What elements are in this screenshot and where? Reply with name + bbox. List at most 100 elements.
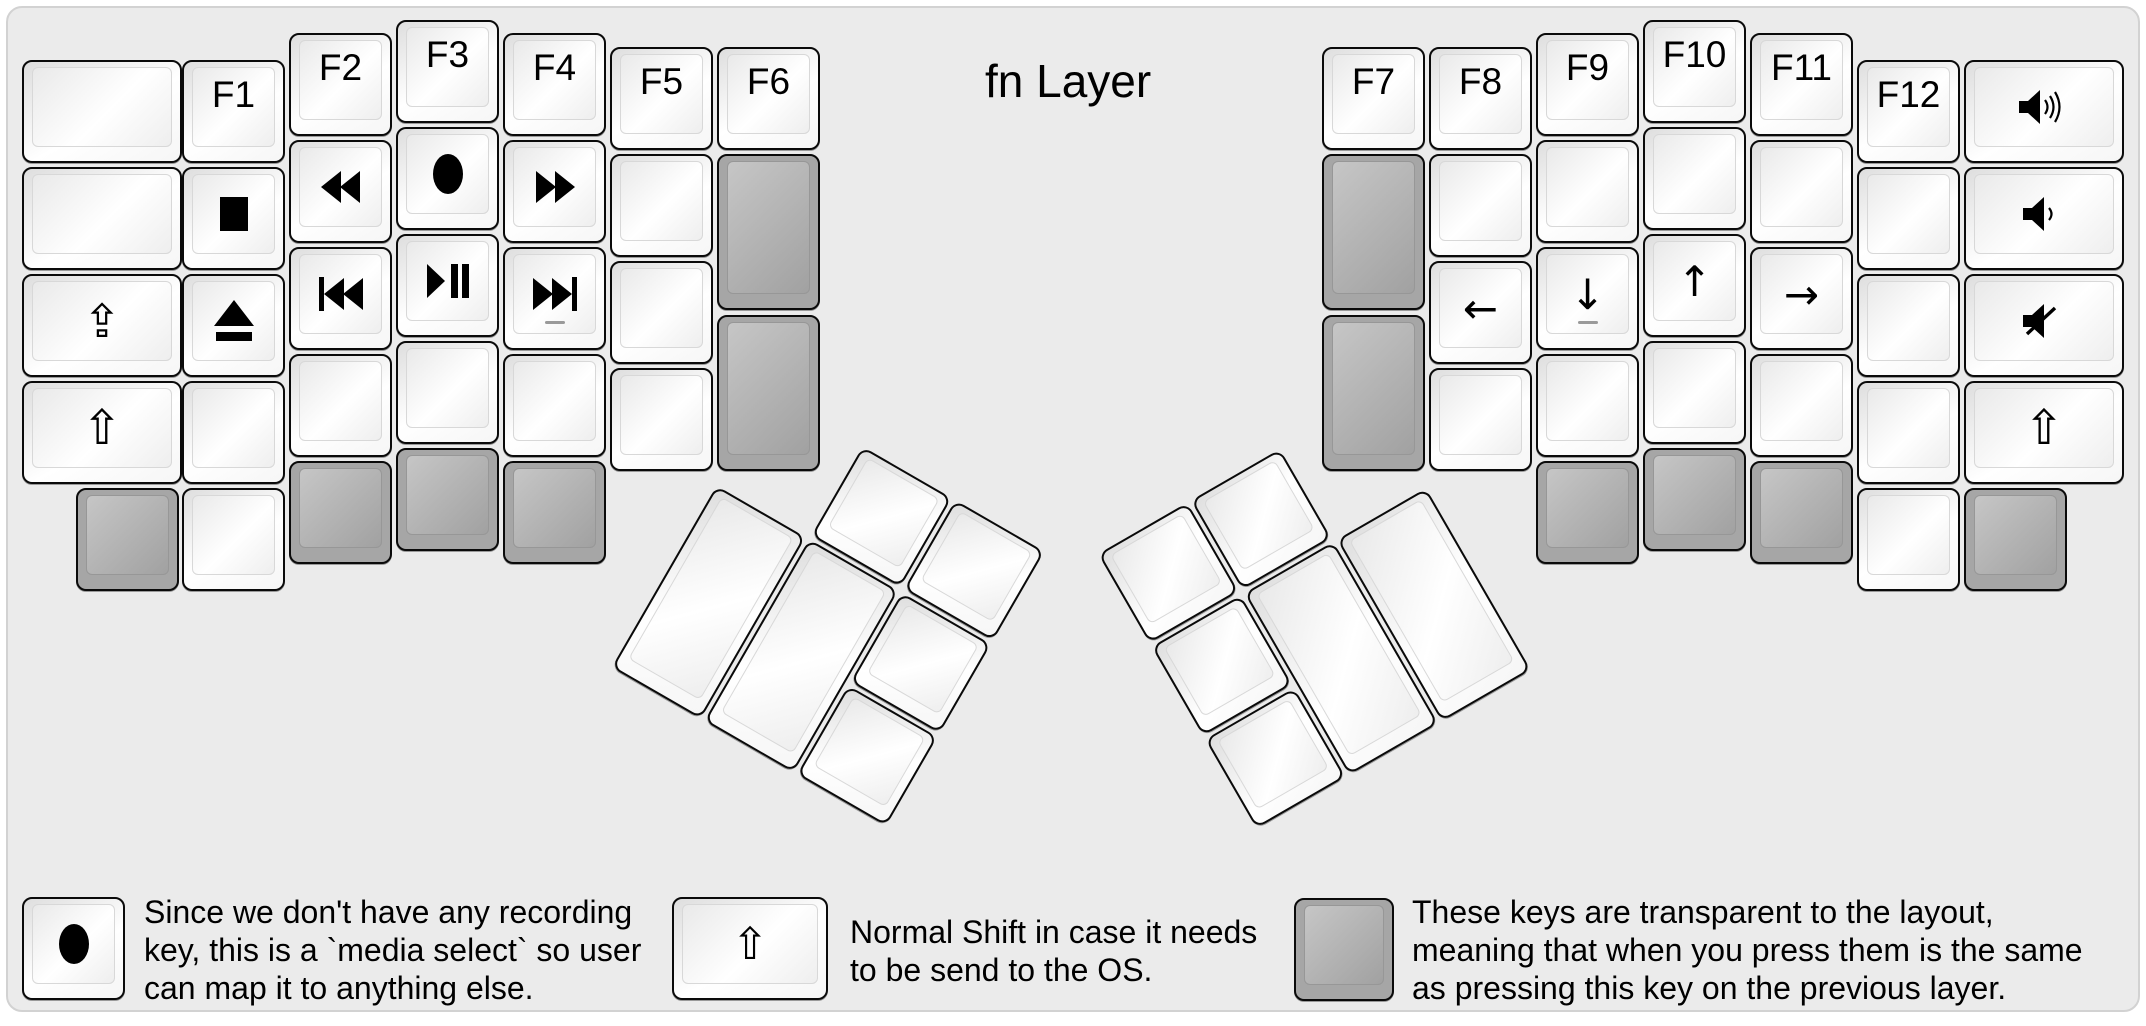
key-label: F3 [425,34,470,75]
key-l-c2-r5-transparent[interactable] [289,461,392,564]
keytop: F1 [192,67,275,147]
key-l-c4-r1-f4[interactable]: F4 [503,33,606,136]
key-l-c1-r1-f1[interactable]: F1 [182,60,285,163]
keytop: F6 [727,54,810,134]
key-l-c4-r2-fast-forward[interactable] [503,140,606,243]
key-l-c3-r2-record[interactable] [396,127,499,230]
homing-bar [544,321,565,324]
key-r-c6-r3-mute[interactable] [1964,274,2124,377]
keytop [1653,455,1736,535]
key-r-c0-r2-transparent[interactable] [1322,154,1425,310]
keytop: F12 [1867,67,1950,147]
key-legend-key-media-select[interactable] [22,897,125,1000]
key-r-c4-r3-arrow-right[interactable]: → [1750,247,1853,350]
key-r-c6-r1-volume-up[interactable] [1964,60,2124,163]
key-l-c3-r3-play-pause[interactable] [396,234,499,337]
key-l-c0-r2-blank[interactable] [22,167,182,270]
key-r-c6-r4-shift[interactable]: ⇧ [1964,381,2124,484]
keytop: F4 [513,40,596,120]
key-l-c6-r2-transparent[interactable] [717,154,820,310]
key-r-c3-r1-f10[interactable]: F10 [1643,20,1746,123]
key-l-c1-r3-eject[interactable] [182,274,285,377]
key-l-c3-r4-blank[interactable] [396,341,499,444]
keytop [86,495,169,575]
keytop [513,468,596,548]
key-l-c3-r1-f3[interactable]: F3 [396,20,499,123]
key-l-c6-r3-transparent[interactable] [717,315,820,471]
key-r-c4-r1-f11[interactable]: F11 [1750,33,1853,136]
key-r-c2-r4-blank[interactable] [1536,354,1639,457]
volume-up-icon [1975,68,2113,146]
key-l-c1-r4-blank[interactable] [182,381,285,484]
legend-text-1: Since we don't have any recording key, t… [144,894,642,1006]
prev-track-icon [300,255,381,333]
key-l-c2-r1-f2[interactable]: F2 [289,33,392,136]
key-r-c6-r5-transparent[interactable] [1964,488,2067,591]
keytop: F11 [1760,40,1843,120]
keytop: ⇪ [32,281,172,361]
key-r-c5-r5-blank[interactable] [1857,488,1960,591]
key-r-c5-r1-f12[interactable]: F12 [1857,60,1960,163]
key-l-c5-r4-blank[interactable] [610,368,713,471]
key-r-c1-r2-blank[interactable] [1429,154,1532,257]
key-r-c3-r5-transparent[interactable] [1643,448,1746,551]
key-l-c0-r5-transparent[interactable] [76,488,179,591]
key-r-c5-r3-blank[interactable] [1857,274,1960,377]
keytop: ↓ [1546,254,1629,334]
keytop [406,455,489,535]
key-l-c5-r2-blank[interactable] [610,154,713,257]
key-l-c1-r2-stop[interactable] [182,167,285,270]
key-l-c0-r1-blank[interactable] [22,60,182,163]
eject-icon [193,282,274,360]
key-l-c5-r3-blank[interactable] [610,261,713,364]
key-glyph: ⇧ [2023,400,2065,456]
key-l-c6-r1-f6[interactable]: F6 [717,47,820,150]
key-glyph: → [1783,269,1820,319]
key-label: F4 [532,47,577,88]
key-legend-key-shift[interactable]: ⇧ [672,897,828,1000]
key-r-c0-r3-transparent[interactable] [1322,315,1425,471]
key-r-c3-r3-arrow-up[interactable]: ↑ [1643,234,1746,337]
keytop [1439,375,1522,455]
keytop [620,161,703,241]
keytop [727,322,810,455]
key-glyph: ⇧ [731,918,769,970]
key-l-c4-r4-blank[interactable] [503,354,606,457]
key-r-c1-r4-blank[interactable] [1429,368,1532,471]
keytop [1974,174,2114,254]
key-r-c4-r4-blank[interactable] [1750,354,1853,457]
keytop [1546,147,1629,227]
key-l-c1-r5-blank[interactable] [182,488,285,591]
key-l-c0-r3-caps-lock[interactable]: ⇪ [22,274,182,377]
key-l-c3-r5-transparent[interactable] [396,448,499,551]
key-r-c1-r1-f8[interactable]: F8 [1429,47,1532,150]
keytop: ⇧ [1974,388,2114,468]
key-l-c5-r1-f5[interactable]: F5 [610,47,713,150]
key-r-c2-r3-arrow-down[interactable]: ↓ [1536,247,1639,350]
key-l-c2-r2-rewind[interactable] [289,140,392,243]
key-r-c2-r2-blank[interactable] [1536,140,1639,243]
key-r-c1-r3-arrow-left[interactable]: ← [1429,261,1532,364]
key-r-c5-r4-blank[interactable] [1857,381,1960,484]
key-r-c0-r1-f7[interactable]: F7 [1322,47,1425,150]
key-l-c2-r4-blank[interactable] [289,354,392,457]
key-r-c4-r2-blank[interactable] [1750,140,1853,243]
keytop [1304,905,1384,985]
key-label: F8 [1458,61,1503,102]
key-l-c2-r3-prev-track[interactable] [289,247,392,350]
keytop [32,67,172,147]
key-r-c5-r2-blank[interactable] [1857,167,1960,270]
key-r-c6-r2-volume-down[interactable] [1964,167,2124,270]
key-r-c3-r2-blank[interactable] [1643,127,1746,230]
key-l-c4-r5-transparent[interactable] [503,461,606,564]
key-l-c4-r3-next-track[interactable] [503,247,606,350]
key-r-c2-r5-transparent[interactable] [1536,461,1639,564]
key-r-c3-r4-blank[interactable] [1643,341,1746,444]
key-r-c2-r1-f9[interactable]: F9 [1536,33,1639,136]
keytop [1439,161,1522,241]
key-glyph: ⇧ [81,400,123,456]
key-legend-key-transparent[interactable] [1294,898,1394,1001]
key-glyph: ⇪ [82,294,122,348]
key-l-c0-r4-shift[interactable]: ⇧ [22,381,182,484]
key-r-c4-r5-transparent[interactable] [1750,461,1853,564]
